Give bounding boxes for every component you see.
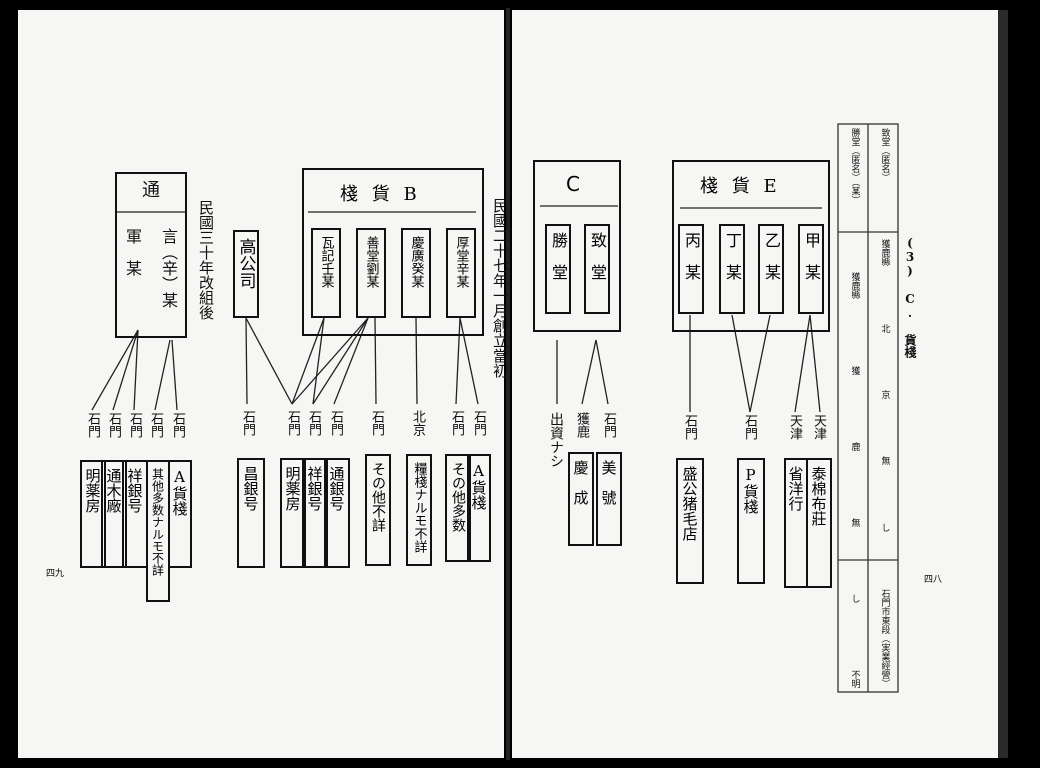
entity-box: 祥銀号 <box>122 460 148 568</box>
place-label: 天津 <box>787 414 802 440</box>
entity-box: P貨棧 <box>737 458 765 584</box>
place-label: 石門 <box>127 412 142 438</box>
firm-e-box <box>672 160 830 332</box>
right-page-number: 四八 <box>924 575 943 585</box>
firm-c-name: C <box>566 172 580 196</box>
firm-b-box <box>302 168 484 336</box>
page-edge <box>998 10 1008 758</box>
owner-jun: 軍 某 <box>123 228 142 276</box>
company-tong-box <box>115 172 187 338</box>
entity-box: 明薬房 <box>80 460 106 568</box>
table-column-zhitang: 致堂（匿名） 獲鹿縣 北 京 無 し 石門市東段（実業經營） <box>879 128 890 688</box>
entity-box: 通木廠 <box>101 460 127 568</box>
place-label: 石門 <box>240 410 255 436</box>
table-column-shengtang: 勝堂（匿名）（某） 獲鹿縣 獲 鹿 無 し 不明 <box>849 128 860 688</box>
place-label: 石門 <box>85 412 100 438</box>
place-label: 石門 <box>170 412 185 438</box>
place-label: 石門 <box>148 412 163 438</box>
place-label: 石門 <box>449 410 464 436</box>
owner-box-yi: 乙 某 <box>758 224 784 314</box>
entity-box: 通銀号 <box>324 458 350 568</box>
entity-box: その他多数 <box>445 454 471 562</box>
place-label: 石門 <box>601 412 616 438</box>
owner-box-zhitang: 致 堂 <box>584 224 610 314</box>
entity-box: 其他多数ナルモ不詳 <box>146 460 170 602</box>
owner-box-shantang: 善堂劉某 <box>356 228 386 318</box>
entity-box: 糧棧ナルモ不詳 <box>406 454 432 566</box>
entity-box: 明薬房 <box>280 458 306 568</box>
place-label: 石門 <box>306 410 321 436</box>
firm-c-box <box>533 160 621 332</box>
entity-box: 祥銀号 <box>302 458 328 568</box>
place-label: 北京 <box>410 410 425 436</box>
gao-company-box: 高公司 <box>233 230 259 318</box>
entity-box: A貨棧 <box>168 460 192 568</box>
c-label-no-investment: 出資ナシ <box>548 412 564 468</box>
place-label: 石門 <box>369 410 384 436</box>
place-label: 天津 <box>811 414 826 440</box>
owner-box-ding: 丁 某 <box>719 224 745 314</box>
owner-box-jia: 甲 某 <box>798 224 824 314</box>
section-heading: (3) C. 貨棧 <box>903 236 917 358</box>
owner-box-houtang: 厚堂辛某 <box>446 228 476 318</box>
owner-box-waji: 瓦記壬某 <box>311 228 341 318</box>
entity-box: 美 號 <box>596 452 622 546</box>
entity-box: 盛公猪毛店 <box>676 458 704 584</box>
entity-box: 慶 成 <box>568 452 594 546</box>
owner-box-qingguang: 慶廣癸某 <box>401 228 431 318</box>
firm-e-name: 棧 貨 E <box>700 176 781 197</box>
owner-box-shengtang: 勝 堂 <box>545 224 571 314</box>
owner-yan: 言（辛）某 <box>159 228 178 308</box>
place-label: 石門 <box>471 410 486 436</box>
left-page <box>18 10 504 758</box>
entity-box: その他不詳 <box>365 454 391 566</box>
place-label: 獲鹿 <box>574 412 589 438</box>
place-label: 石門 <box>328 410 343 436</box>
gao-company-name: 高公司 <box>235 238 256 289</box>
reorganization-note: 民國三十年改組後 <box>197 200 215 320</box>
company-tong-name: 通 <box>139 180 160 198</box>
founding-note: 民國二十七年一月創立當初 <box>491 198 509 378</box>
firm-b-name: 棧 貨 B <box>340 184 421 205</box>
right-page <box>512 10 998 758</box>
place-label: 石門 <box>285 410 300 436</box>
place-label: 石門 <box>106 412 121 438</box>
entity-box: 昌銀号 <box>237 458 265 568</box>
entity-box: 省洋行 <box>784 458 808 588</box>
place-label: 石門 <box>682 414 697 440</box>
entity-box: 泰棉布莊 <box>806 458 832 588</box>
book-gutter <box>506 8 510 760</box>
entity-box: A貨棧 <box>467 454 491 562</box>
owner-box-bing: 丙 某 <box>678 224 704 314</box>
place-label: 石門 <box>742 414 757 440</box>
left-page-number: 四九 <box>46 569 65 579</box>
